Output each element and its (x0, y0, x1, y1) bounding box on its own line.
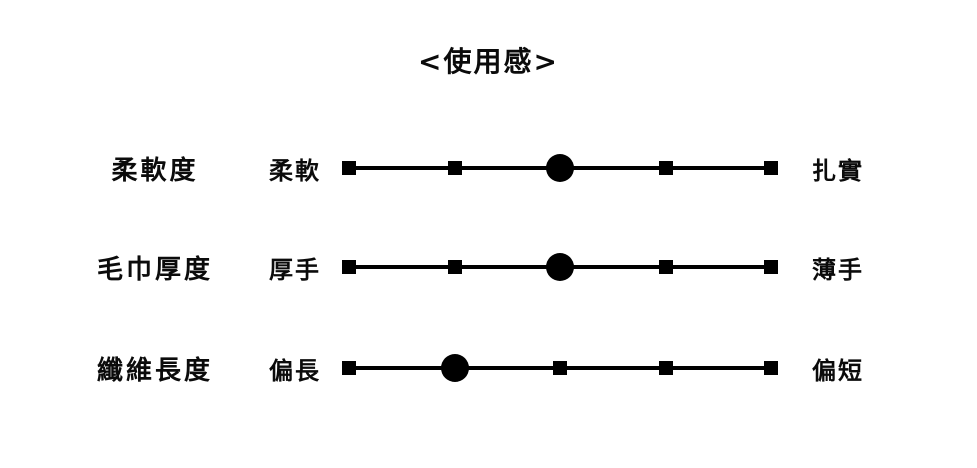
scale-tick-3-5[interactable] (764, 361, 778, 375)
scale-axis-3 (342, 340, 778, 396)
scale-tick-2-4[interactable] (658, 260, 673, 274)
row-left-end-label-1: 柔軟 (269, 156, 321, 185)
selected-marker-2[interactable] (546, 253, 574, 281)
row-right-end-label-3: 偏短 (812, 356, 864, 385)
scale-tick-1-4[interactable] (658, 161, 673, 175)
row-left-end-label-3: 偏長 (269, 356, 321, 385)
row-label-3: 纖維長度 (96, 355, 213, 386)
scale-tick-2-5[interactable] (764, 260, 778, 274)
page-title: <使用感> (418, 45, 559, 78)
scale-tick-1-5[interactable] (764, 161, 778, 175)
scale-tick-1-1[interactable] (342, 161, 356, 175)
selected-marker-3[interactable] (440, 354, 469, 382)
scale-axis-1 (342, 140, 778, 196)
scale-tick-3-4[interactable] (658, 361, 673, 375)
scale-tick-2-2[interactable] (447, 260, 462, 274)
scale-tick-3-1[interactable] (342, 361, 356, 375)
row-label-1: 柔軟度 (111, 155, 199, 186)
row-right-end-label-1: 扎實 (812, 156, 864, 185)
row-label-2: 毛巾厚度 (96, 254, 213, 285)
scale-tick-3-3[interactable] (553, 361, 567, 375)
scale-row: 柔軟度 柔軟 扎實 (0, 140, 977, 196)
scale-axis-2 (342, 239, 778, 295)
scale-tick-1-2[interactable] (447, 161, 462, 175)
row-left-end-label-2: 厚手 (269, 255, 321, 284)
scale-tick-2-1[interactable] (342, 260, 356, 274)
scale-row: 毛巾厚度 厚手 薄手 (0, 239, 977, 295)
scale-row: 纖維長度 偏長 偏短 (0, 340, 977, 396)
row-right-end-label-2: 薄手 (812, 255, 864, 284)
selected-marker-1[interactable] (546, 154, 574, 182)
